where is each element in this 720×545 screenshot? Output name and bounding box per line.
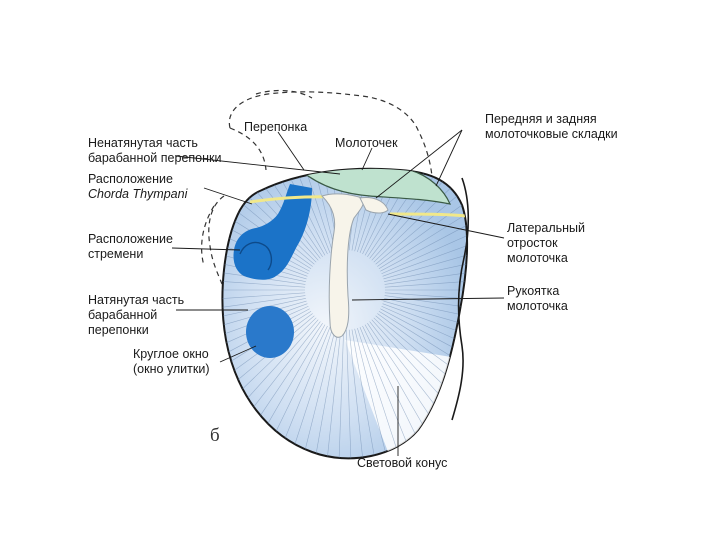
membrane-fiber <box>384 261 468 285</box>
membrane-fiber <box>337 329 344 459</box>
membrane-fiber <box>348 329 367 459</box>
membrane-fiber <box>375 315 468 419</box>
membrane-fiber <box>222 300 307 346</box>
membrane-fiber <box>377 172 468 267</box>
membrane-fiber <box>257 168 328 255</box>
label-light-cone: Световой конус <box>357 456 448 470</box>
membrane-fiber <box>375 168 468 265</box>
membrane-fiber <box>380 308 468 385</box>
membrane-fiber <box>269 168 331 254</box>
leader-lines <box>171 129 505 456</box>
lateral-process <box>359 197 389 214</box>
membrane-fiber <box>244 168 326 256</box>
membrane-fiber <box>383 234 468 280</box>
canal-wall <box>451 177 470 421</box>
membrane-fiber <box>222 295 306 319</box>
membrane-fiber <box>373 317 468 430</box>
membrane-fiber <box>222 168 321 259</box>
membrane-fiber <box>222 298 306 332</box>
label-molotochek: Молоточек <box>335 136 398 150</box>
membrane-fiber <box>381 208 468 275</box>
membrane-fiber <box>222 292 306 305</box>
membrane-fiber <box>222 317 317 430</box>
membrane-fiber <box>309 329 339 459</box>
membrane-fiber <box>373 168 468 263</box>
membrane-fiber <box>380 195 468 272</box>
membrane-fiber <box>382 221 468 277</box>
pars-flaccida <box>298 168 452 205</box>
membrane-fiber <box>377 313 468 408</box>
membrane-fiber <box>222 275 306 288</box>
stapes-outline <box>239 241 273 271</box>
round-window <box>246 306 294 358</box>
panel-letter: б <box>210 425 220 446</box>
label-round-window: Круглое окно(окно улитки) <box>133 347 210 376</box>
membrane-fiber <box>232 168 323 258</box>
stapes-region <box>233 184 312 280</box>
membrane-fiber <box>222 261 306 285</box>
membrane-fiber <box>346 329 353 459</box>
membrane-fiber <box>378 310 468 397</box>
label-peregonka: Перепонка <box>244 120 308 134</box>
membrane-fiber <box>222 248 306 282</box>
membrane-fiber <box>323 329 342 459</box>
membrane-fiber <box>351 329 381 459</box>
dashed-outline <box>201 89 433 285</box>
